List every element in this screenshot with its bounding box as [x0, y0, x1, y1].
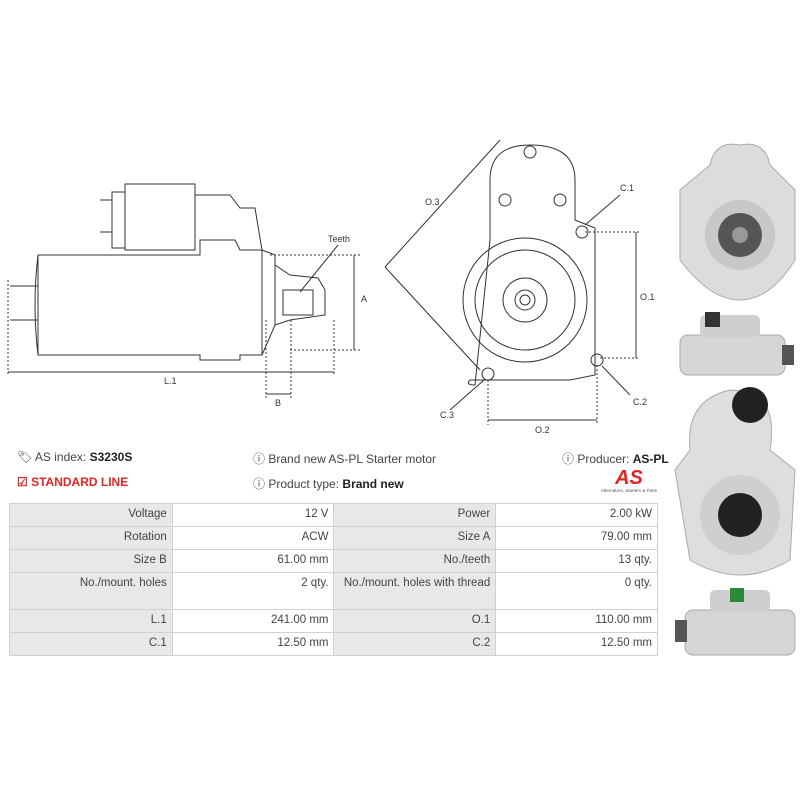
spec-label: No./mount. holes with thread	[333, 572, 497, 610]
label-l1: L.1	[164, 376, 177, 386]
spec-value: 13 qty.	[495, 549, 658, 573]
spec-label: Size B	[9, 549, 173, 573]
spec-label: O.1	[333, 609, 497, 633]
label-o1: O.1	[640, 292, 655, 302]
label-c2: C.2	[633, 397, 648, 407]
spec-value: 2 qty.	[171, 572, 335, 610]
producer-value: AS-PL	[632, 452, 669, 466]
front-view-diagram	[384, 140, 640, 425]
side-view-diagram	[7, 183, 360, 400]
info-icon: ⓘ	[253, 452, 266, 466]
label-c3: C.3	[440, 410, 455, 420]
spec-label: L.1	[9, 609, 173, 633]
spec-value: 79.00 mm	[495, 526, 658, 550]
producer: ⓘ Producer: AS-PL	[562, 450, 669, 467]
checkbox-icon: ☑	[17, 475, 28, 489]
spec-value: 12.50 mm	[171, 632, 335, 656]
label-teeth: Teeth	[328, 234, 351, 244]
description-text: Brand new AS-PL Starter motor	[268, 452, 436, 466]
spec-value: 2.00 kW	[495, 503, 658, 527]
product-type-label: Product type:	[268, 477, 340, 491]
spec-value: 110.00 mm	[495, 609, 658, 633]
photo-front-gear	[679, 143, 796, 301]
description: ⓘ Brand new AS-PL Starter motor	[253, 450, 436, 467]
standard-line-label: STANDARD LINE	[31, 475, 129, 489]
label-c1: C.1	[620, 183, 635, 193]
as-index: 🏷︎ AS index: S3230S	[17, 450, 132, 464]
spec-value: 12 V	[171, 503, 335, 527]
spec-value: 61.00 mm	[171, 549, 335, 573]
standard-line-badge: ☑ STANDARD LINE	[17, 475, 128, 489]
photo-side-1	[679, 312, 794, 376]
spec-label: Power	[333, 503, 497, 527]
info-icon: ⓘ	[253, 477, 266, 491]
label-o2: O.2	[535, 425, 550, 435]
spec-label: Rotation	[9, 526, 173, 550]
producer-label: Producer:	[577, 452, 630, 466]
spec-label: No./mount. holes	[9, 572, 173, 610]
spec-label: No./teeth	[333, 549, 497, 573]
info-icon: ⓘ	[562, 452, 575, 466]
label-o3: O.3	[425, 197, 440, 207]
photo-rear	[674, 387, 796, 576]
spec-value: 0 qty.	[495, 572, 658, 610]
as-pl-logo: AS Alternators, Starters & Parts	[597, 468, 661, 493]
logo-tagline: Alternators, Starters & Parts	[600, 488, 658, 493]
spec-value: 12.50 mm	[495, 632, 658, 656]
product-photos	[674, 143, 796, 656]
spec-label: C.1	[9, 632, 173, 656]
label-b: B	[275, 398, 282, 408]
photo-side-2	[675, 588, 796, 656]
product-type-value: Brand new	[342, 477, 404, 491]
spec-label: Size A	[333, 526, 497, 550]
logo-text: AS	[615, 467, 643, 489]
as-index-value: S3230S	[89, 450, 133, 464]
spec-value: ACW	[171, 526, 335, 550]
spec-label: C.2	[333, 632, 497, 656]
product-type: ⓘ Product type: Brand new	[253, 475, 404, 492]
spec-label: Voltage	[9, 503, 173, 527]
label-a: A	[361, 294, 368, 304]
tag-icon: 🏷︎	[17, 450, 33, 464]
spec-value: 241.00 mm	[171, 609, 335, 633]
as-index-label: AS index:	[34, 450, 87, 464]
